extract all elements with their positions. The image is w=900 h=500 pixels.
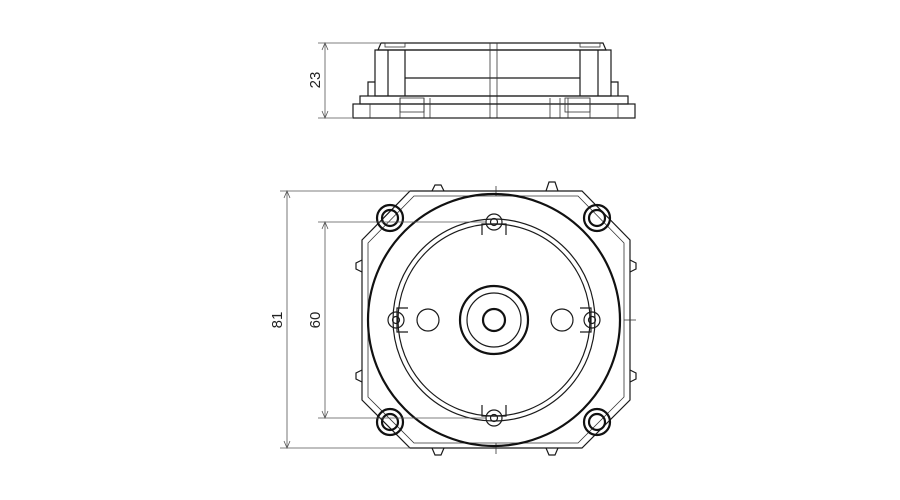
dimension-label-60: 60 — [307, 312, 324, 329]
screw-boss-top — [481, 213, 507, 235]
corner-hole-top-left — [375, 203, 405, 233]
side-view — [352, 42, 636, 119]
dimension-circle-spacing: 60 — [307, 220, 486, 420]
corner-hole-bottom-right — [582, 407, 612, 437]
screw-boss-bottom — [481, 405, 507, 427]
dimension-label-81: 81 — [269, 312, 286, 329]
dimension-overall-height: 81 — [269, 189, 410, 450]
screw-boss-right — [580, 307, 601, 333]
dimension-label-23: 23 — [307, 72, 324, 89]
top-view — [355, 181, 637, 456]
dimension-side-height: 23 — [307, 41, 380, 120]
corner-hole-bottom-left — [375, 407, 405, 437]
corner-hole-top-right — [582, 203, 612, 233]
screw-boss-left — [387, 307, 408, 333]
